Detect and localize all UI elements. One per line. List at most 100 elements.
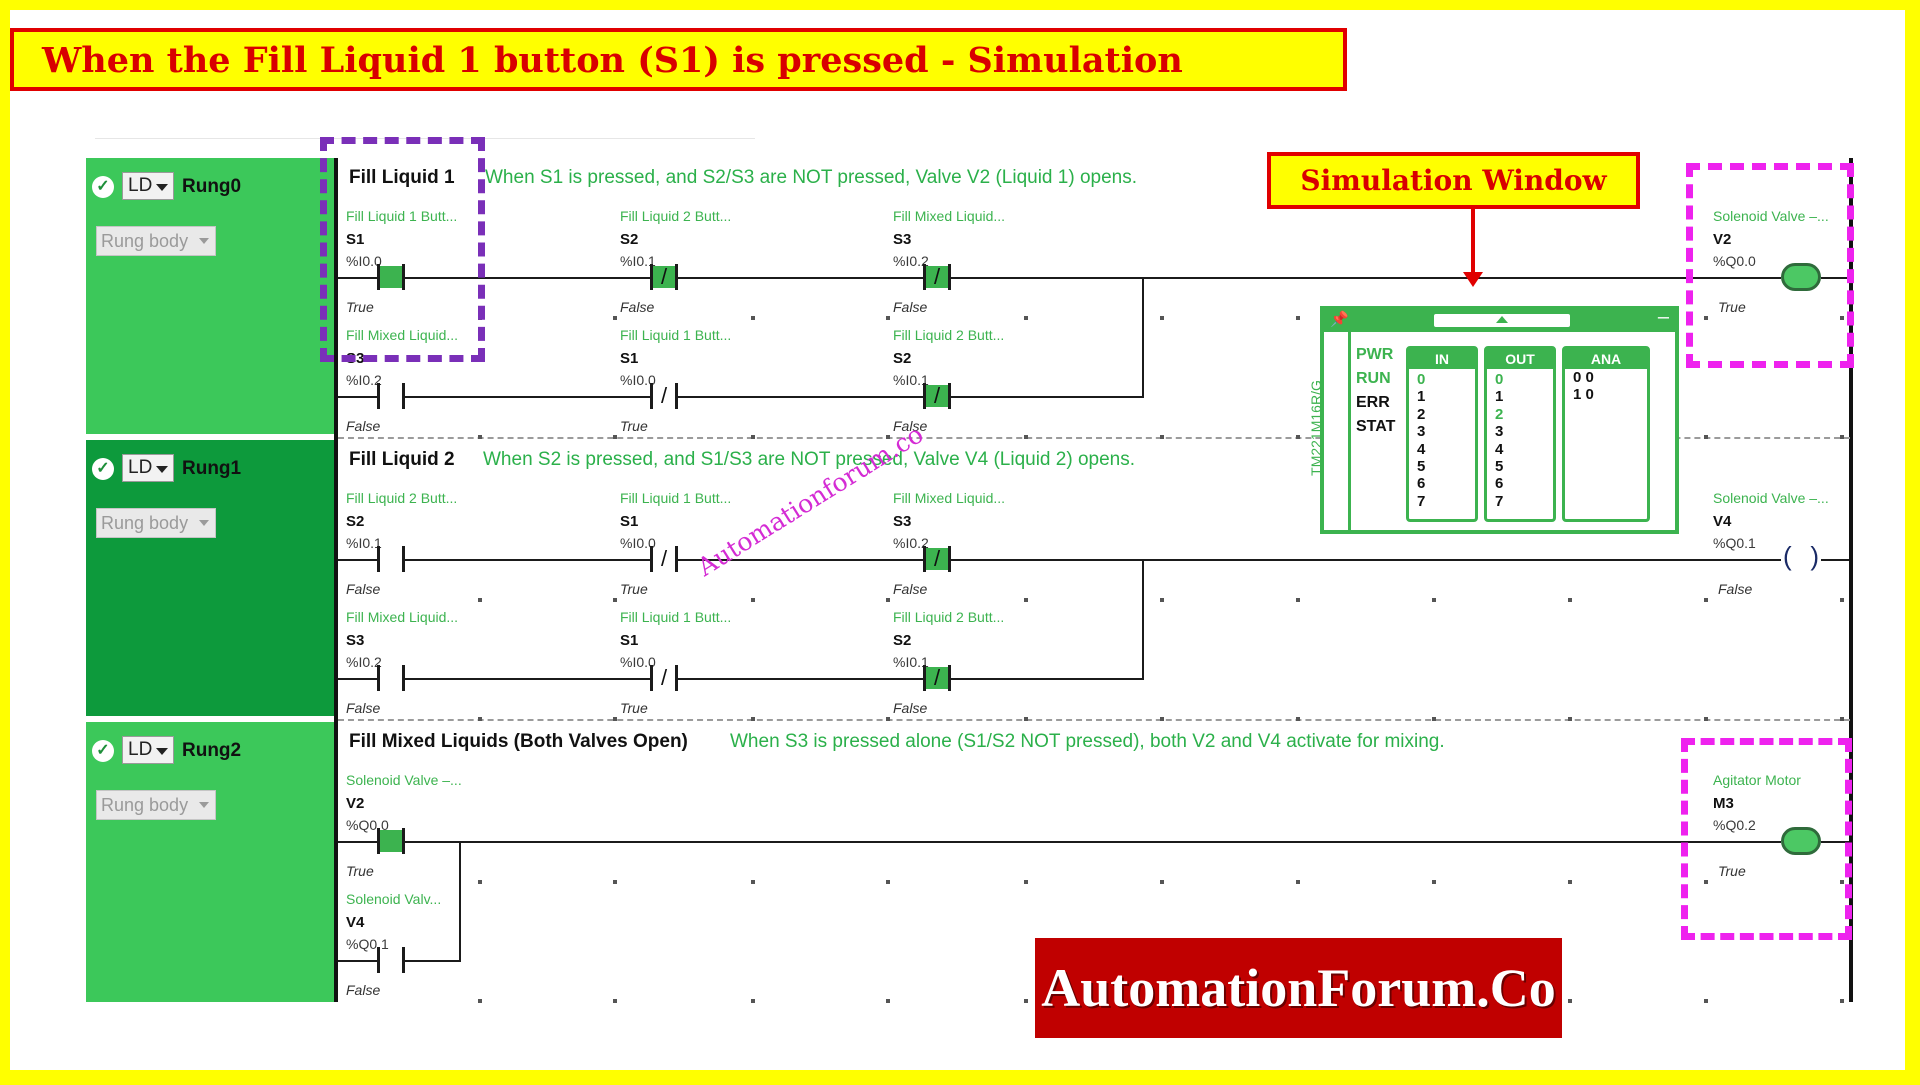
grid-dot	[1840, 435, 1844, 439]
contact-address: %I0.2	[346, 372, 382, 388]
grid-dot	[1024, 717, 1028, 721]
language-select[interactable]: LD	[122, 172, 174, 200]
grid-dot	[751, 316, 755, 320]
input-bit-1[interactable]: 1	[1417, 388, 1426, 406]
wire	[338, 277, 377, 279]
rung-header-2[interactable]: ✓ LD Rung2 Rung body	[86, 722, 336, 1002]
wire	[951, 559, 1781, 561]
collapse-handle[interactable]	[1434, 314, 1570, 327]
grid-dot	[478, 435, 482, 439]
contact-state: True	[620, 700, 648, 716]
output-bit-2: 2	[1495, 405, 1504, 423]
nc-contact[interactable]: /	[650, 264, 678, 290]
arrow-head-icon	[1463, 272, 1483, 287]
nc-contact[interactable]: /	[923, 665, 951, 691]
highlight-box-m3	[1681, 738, 1852, 940]
rung-header-1[interactable]: ✓ LD Rung1 Rung body	[86, 440, 336, 716]
contact-state: False	[346, 418, 381, 434]
pin-icon[interactable]: 📌	[1330, 311, 1349, 328]
right-power-rail	[1849, 158, 1853, 1002]
coil-left-paren: (	[1783, 541, 1792, 571]
chevron-down-icon	[156, 466, 168, 473]
controller-model: TM221M16R/G	[1308, 332, 1351, 530]
branch-join	[459, 841, 461, 962]
no-contact[interactable]	[377, 665, 405, 691]
wire	[951, 277, 1781, 279]
no-contact[interactable]	[377, 828, 405, 854]
wire	[338, 841, 377, 843]
contact-description: Fill Mixed Liquid...	[346, 327, 459, 343]
minimize-icon[interactable]: –	[1657, 306, 1669, 328]
contact-description: Fill Liquid 2 Butt...	[346, 490, 458, 506]
status-led-stat: STAT	[1356, 418, 1396, 435]
nc-contact[interactable]: /	[650, 383, 678, 409]
input-bit-0[interactable]: 0	[1417, 371, 1426, 388]
contact-symbol: S1	[620, 513, 639, 530]
nc-contact[interactable]: /	[650, 546, 678, 572]
output-bit-0: 0	[1495, 371, 1504, 388]
input-bit-2[interactable]: 2	[1417, 405, 1426, 423]
grid-dot	[613, 880, 617, 884]
wire	[405, 841, 1781, 843]
no-contact[interactable]	[377, 947, 405, 973]
contact-symbol: S1	[620, 632, 639, 649]
coil-address: %Q0.0	[1713, 253, 1756, 269]
language-select[interactable]: LD	[122, 736, 174, 764]
contact-symbol: S3	[893, 513, 912, 530]
simulation-window-titlebar[interactable]: 📌 –	[1324, 306, 1675, 332]
output-coil[interactable]	[1781, 263, 1821, 291]
contact-address: %I0.0	[346, 253, 382, 269]
nc-contact[interactable]: /	[650, 665, 678, 691]
contact-state: False	[346, 700, 381, 716]
output-bit-1: 1	[1495, 388, 1504, 406]
rung-separator	[338, 437, 1850, 439]
no-contact[interactable]	[377, 264, 405, 290]
input-bit-3[interactable]: 3	[1417, 423, 1426, 441]
grid-dot	[478, 598, 482, 602]
check-icon[interactable]: ✓	[92, 740, 114, 762]
nc-contact[interactable]: /	[923, 383, 951, 409]
nc-contact[interactable]: /	[923, 546, 951, 572]
input-bit-7[interactable]: 7	[1417, 492, 1426, 510]
rung-body-select[interactable]: Rung body	[96, 508, 216, 538]
contact-description: Fill Mixed Liquid...	[346, 609, 459, 625]
input-bit-4[interactable]: 4	[1417, 440, 1426, 458]
rung-name: Rung1	[182, 458, 242, 479]
input-bit-6[interactable]: 6	[1417, 475, 1426, 493]
grid-dot	[751, 435, 755, 439]
wire	[405, 396, 650, 398]
branch-join	[1142, 277, 1144, 398]
output-bit-6: 6	[1495, 475, 1504, 493]
contact-state: False	[893, 700, 928, 716]
coil-right-paren: )	[1810, 541, 1819, 571]
grid-dot	[1568, 717, 1572, 721]
contact-description: Fill Liquid 2 Butt...	[620, 208, 732, 224]
contact-description: Fill Mixed Liquid...	[893, 490, 1006, 506]
check-icon[interactable]: ✓	[92, 458, 114, 480]
rung-body-select[interactable]: Rung body	[96, 790, 216, 820]
no-contact[interactable]	[377, 546, 405, 572]
grid-dot	[613, 435, 617, 439]
nc-contact[interactable]: /	[923, 264, 951, 290]
analog-row: 1 0	[1573, 386, 1594, 404]
no-contact[interactable]	[377, 383, 405, 409]
wire	[405, 678, 650, 680]
check-icon[interactable]: ✓	[92, 176, 114, 198]
rung-title: Fill Liquid 2	[349, 449, 455, 470]
contact-state: False	[893, 418, 928, 434]
wire	[405, 277, 650, 279]
output-bit-5: 5	[1495, 458, 1504, 476]
language-select[interactable]: LD	[122, 454, 174, 482]
output-coil[interactable]: ()	[1781, 541, 1821, 573]
grid-dot	[751, 598, 755, 602]
language-select-label: LD	[128, 739, 153, 760]
rung-header-0[interactable]: ✓ LD Rung0 Rung body	[86, 158, 336, 434]
input-bit-5[interactable]: 5	[1417, 458, 1426, 476]
grid-dot	[886, 999, 890, 1003]
rung-body-select[interactable]: Rung body	[96, 226, 216, 256]
output-coil[interactable]	[1781, 827, 1821, 855]
contact-symbol: S3	[893, 231, 912, 248]
